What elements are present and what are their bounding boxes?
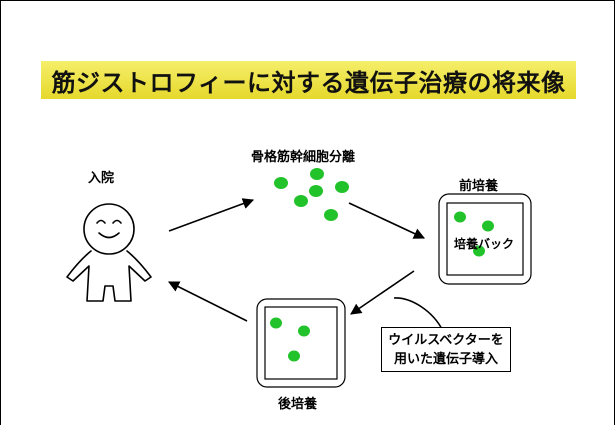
cell-icon	[324, 209, 338, 221]
callout-box: ウイルスベクターを 用いた遺伝子導入	[381, 327, 511, 372]
arrow-to-stem-cells	[168, 198, 255, 232]
arrow-to-pre-culture	[348, 202, 426, 239]
person-icon	[66, 203, 152, 302]
cell-icon	[294, 195, 308, 207]
culture-bag-icon	[438, 193, 532, 285]
cell-icon	[309, 185, 323, 197]
label-post-culture: 後培養	[278, 397, 318, 412]
arrow-to-hospital	[167, 281, 248, 322]
cell-icon	[335, 181, 349, 193]
culture-bag-icon	[256, 298, 346, 388]
slide-title: 筋ジストロフィーに対する遺伝子治療の将来像	[51, 68, 566, 97]
callout-line-1: ウイルスベクターを	[388, 333, 504, 348]
label-hospital: 入院	[88, 171, 115, 186]
label-stem-cell-isolation: 骨格筋幹細胞分離	[251, 150, 356, 165]
stem-cell-cluster	[274, 168, 349, 221]
label-culture-bag: 培養バック	[454, 237, 515, 251]
cell-icon	[310, 168, 324, 180]
title-banner: 筋ジストロフィーに対する遺伝子治療の将来像	[41, 61, 576, 99]
callout-line-2: 用いた遺伝子導入	[393, 352, 498, 367]
cell-icon	[274, 177, 288, 189]
arrow-to-post-culture	[350, 270, 415, 315]
callout-pointer	[393, 297, 444, 332]
label-pre-culture: 前培養	[459, 179, 499, 194]
